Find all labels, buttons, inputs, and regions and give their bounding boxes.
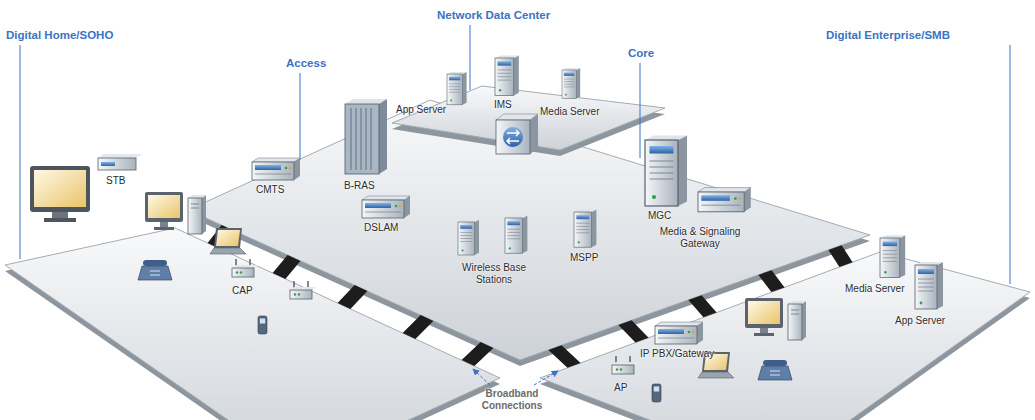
device-label: IP PBX/Gateway: [640, 348, 714, 360]
media-server-icon: [880, 235, 905, 277]
link-block: [828, 245, 852, 267]
link-block: [403, 315, 434, 339]
device-label: STB: [106, 175, 125, 187]
phone-icon: [138, 260, 172, 280]
platform-heading: Access: [286, 56, 326, 70]
device-label: B-RAS: [344, 180, 375, 192]
callout-arrow: [534, 371, 558, 385]
heading-holder: Core: [628, 46, 654, 60]
gateway-icon: [698, 188, 751, 212]
app-server-icon: [447, 72, 467, 105]
device-label: Wireless Base Stations: [452, 262, 536, 286]
network-platform: Digital Home/SOHO: [3, 26, 502, 420]
device-label: MGC: [648, 210, 671, 222]
callout-arrows: [473, 369, 558, 385]
core-router-icon: [496, 114, 538, 154]
device-label: MSPP: [570, 252, 598, 264]
label-holder: MSPP: [570, 252, 598, 264]
bras-rack-icon: [345, 99, 387, 174]
label-holder: App Server: [895, 315, 945, 327]
label-holder: Broadband Connections: [472, 388, 552, 412]
label-holder: Media Server: [540, 106, 599, 118]
platform-top: [5, 228, 500, 420]
label-holder: Wireless Base Stations: [452, 262, 536, 286]
heading-holder: Access: [286, 56, 326, 70]
device-label: App Server: [895, 315, 945, 327]
stb-icon: [98, 154, 142, 170]
heading-holder: Digital Enterprise/SMB: [826, 28, 950, 42]
ip-pbx-icon: [655, 322, 703, 344]
phone-icon: [758, 360, 792, 380]
heading-holder: Network Data Center: [437, 8, 550, 22]
device-label: AP: [614, 382, 627, 394]
link-block: [548, 345, 580, 368]
link-block: [338, 285, 368, 309]
monitor-icon: [745, 298, 783, 336]
cell-phone-icon: [652, 384, 661, 402]
mgc-icon: [645, 136, 687, 207]
dslam-icon: [362, 196, 410, 218]
device-label: IMS: [494, 99, 512, 111]
cmts-icon: [252, 158, 300, 180]
device-label: Media Server: [845, 283, 904, 295]
leader-line: [470, 25, 471, 90]
platform-heading: Core: [628, 46, 654, 60]
device-label: Media & Signaling Gateway: [648, 226, 752, 250]
label-holder: CAP: [232, 285, 253, 297]
base-station-icon: [458, 220, 479, 255]
label-holder: B-RAS: [344, 180, 375, 192]
leader-line: [1010, 45, 1011, 284]
label-holder: Media Server: [845, 283, 904, 295]
device-label: Media Server: [540, 106, 599, 118]
device-label: DSLAM: [364, 222, 398, 234]
heading-holder: Digital Home/SOHO: [6, 28, 113, 42]
base-station-icon: [505, 216, 527, 254]
platform-heading: Digital Enterprise/SMB: [826, 28, 950, 42]
cell-phone-icon: [258, 316, 267, 334]
device-label: CMTS: [256, 184, 284, 196]
link-block: [758, 270, 784, 292]
laptop-icon: [210, 228, 246, 254]
device-label: CAP: [232, 285, 253, 297]
label-holder: STB: [106, 175, 125, 187]
cap-icon: [232, 259, 258, 277]
ims-icon: [495, 55, 519, 95]
monitor-icon: [145, 192, 183, 230]
broadband-link-blocks: [208, 225, 853, 368]
label-holder: IMS: [494, 99, 512, 111]
label-holder: IP PBX/Gateway: [640, 348, 714, 360]
label-holder: Media & Signaling Gateway: [648, 226, 752, 250]
callout-label: Broadband Connections: [472, 388, 552, 412]
tv-icon: [30, 166, 90, 222]
label-holder: AP: [614, 382, 627, 394]
media-server-icon: [562, 68, 580, 99]
label-holder: DSLAM: [364, 222, 398, 234]
platform-heading: Network Data Center: [437, 8, 550, 22]
label-holder: CMTS: [256, 184, 284, 196]
link-block: [273, 255, 301, 279]
ap-icon: [612, 356, 638, 374]
leader-lines: [20, 25, 1010, 284]
leader-line: [640, 63, 641, 158]
callout-arrow: [473, 369, 490, 385]
platform-top: [540, 252, 1030, 420]
label-holder: MGC: [648, 210, 671, 222]
router-icon: [290, 281, 316, 299]
link-block: [618, 320, 648, 342]
app-server-icon: [915, 262, 943, 309]
platform-heading: Digital Home/SOHO: [6, 28, 113, 42]
platform-outline: [3, 26, 502, 420]
link-block: [688, 295, 716, 317]
link-block: [462, 342, 494, 366]
mspp-icon: [574, 210, 596, 248]
pc-icon: [188, 195, 206, 234]
device-label: App Server: [396, 104, 446, 116]
pc-icon: [788, 301, 806, 340]
label-holder: App Server: [396, 104, 446, 116]
leader-line: [20, 45, 21, 259]
leader-line: [300, 73, 301, 160]
